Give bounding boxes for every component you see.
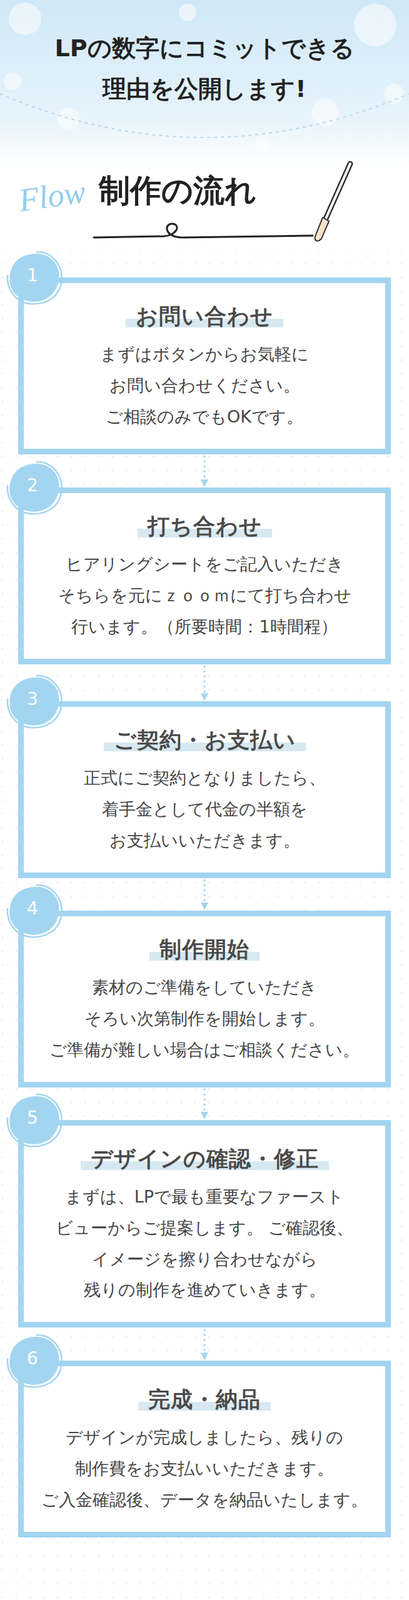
- label-text: 1: [5, 265, 61, 286]
- step-number-badge: 3: [5, 672, 66, 731]
- step-heading: 打ち合わせ: [137, 512, 273, 542]
- label-text: 5: [5, 1108, 61, 1129]
- heading-underline: [93, 223, 313, 238]
- step-description: まずはボタンからお気軽に お問い合わせください。 ご相談のみでもOKです。: [35, 338, 374, 433]
- title-band: [0, 0, 409, 169]
- flow-connector: [203, 455, 206, 487]
- step-heading: 制作開始: [149, 935, 260, 965]
- label-text: Flow: [16, 173, 89, 219]
- step-box: 完成・納品デザインが完成しましたら、残りの 制作費をお支払いいただきます。 ご入…: [18, 1361, 391, 1539]
- step-box: デザインの確認・修正まずは、LPで最も重要なファースト ビューからご提案します。…: [18, 1120, 391, 1329]
- section-heading: 制作の流れ: [98, 170, 257, 213]
- step-number-badge: 6: [5, 1332, 66, 1391]
- brush-icon: [315, 163, 351, 241]
- page-title: LPの数字にコミットできる 理由を公開します!: [54, 28, 355, 109]
- label-text: 6: [5, 1348, 61, 1370]
- step-number-badge: 4: [5, 882, 66, 940]
- label-text: 4: [5, 898, 61, 920]
- step-number-badge: 5: [5, 1091, 66, 1150]
- flow-connector: [203, 1089, 206, 1120]
- step-description: 素材のご準備をしていただき そろい次第制作を開始します。 ご準備が難しい場合はご…: [35, 972, 374, 1067]
- step-description: デザインが完成しましたら、残りの 制作費をお支払いいただきます。 ご入金確認後、…: [35, 1422, 374, 1517]
- step-box: 打ち合わせヒアリングシートをご記入いただき そちらを元にｚｏｏｍにて打ち合わせ …: [18, 487, 391, 665]
- step-heading: 完成・納品: [138, 1385, 271, 1416]
- bokeh: [3, 2, 404, 152]
- step-number-badge: 2: [5, 459, 66, 517]
- flow-connector: [203, 666, 206, 701]
- step-heading: ご契約・お支払い: [103, 726, 306, 756]
- step-number-badge: 1: [5, 248, 66, 307]
- label-text: 制作の流れ: [98, 172, 257, 209]
- step-description: まずは、LPで最も重要なファースト ビューからご提案します。 ご確認後、イメージ…: [35, 1181, 374, 1308]
- label-text: 2: [5, 475, 61, 496]
- step-box: お問い合わせまずはボタンからお気軽に お問い合わせください。 ご相談のみでもOK…: [18, 277, 391, 455]
- step-description: ヒアリングシートをご記入いただき そちらを元にｚｏｏｍにて打ち合わせ 行います。…: [35, 549, 374, 643]
- step-heading: お問い合わせ: [125, 302, 284, 332]
- dot-texture: [0, 250, 409, 1600]
- step-box: ご契約・お支払い正式にご契約となりましたら、 着手金として代金の半額を お支払い…: [18, 701, 391, 879]
- label-text: 3: [5, 689, 61, 710]
- step-heading: デザインの確認・修正: [80, 1145, 329, 1175]
- step-description: 正式にご契約となりましたら、 着手金として代金の半額を お支払いいただきます。: [35, 762, 374, 857]
- step-box: 制作開始素材のご準備をしていただき そろい次第制作を開始します。 ご準備が難しい…: [18, 911, 391, 1089]
- flow-connector: [203, 1329, 206, 1361]
- flow-connector: [203, 879, 206, 910]
- script-label: Flow: [16, 173, 88, 219]
